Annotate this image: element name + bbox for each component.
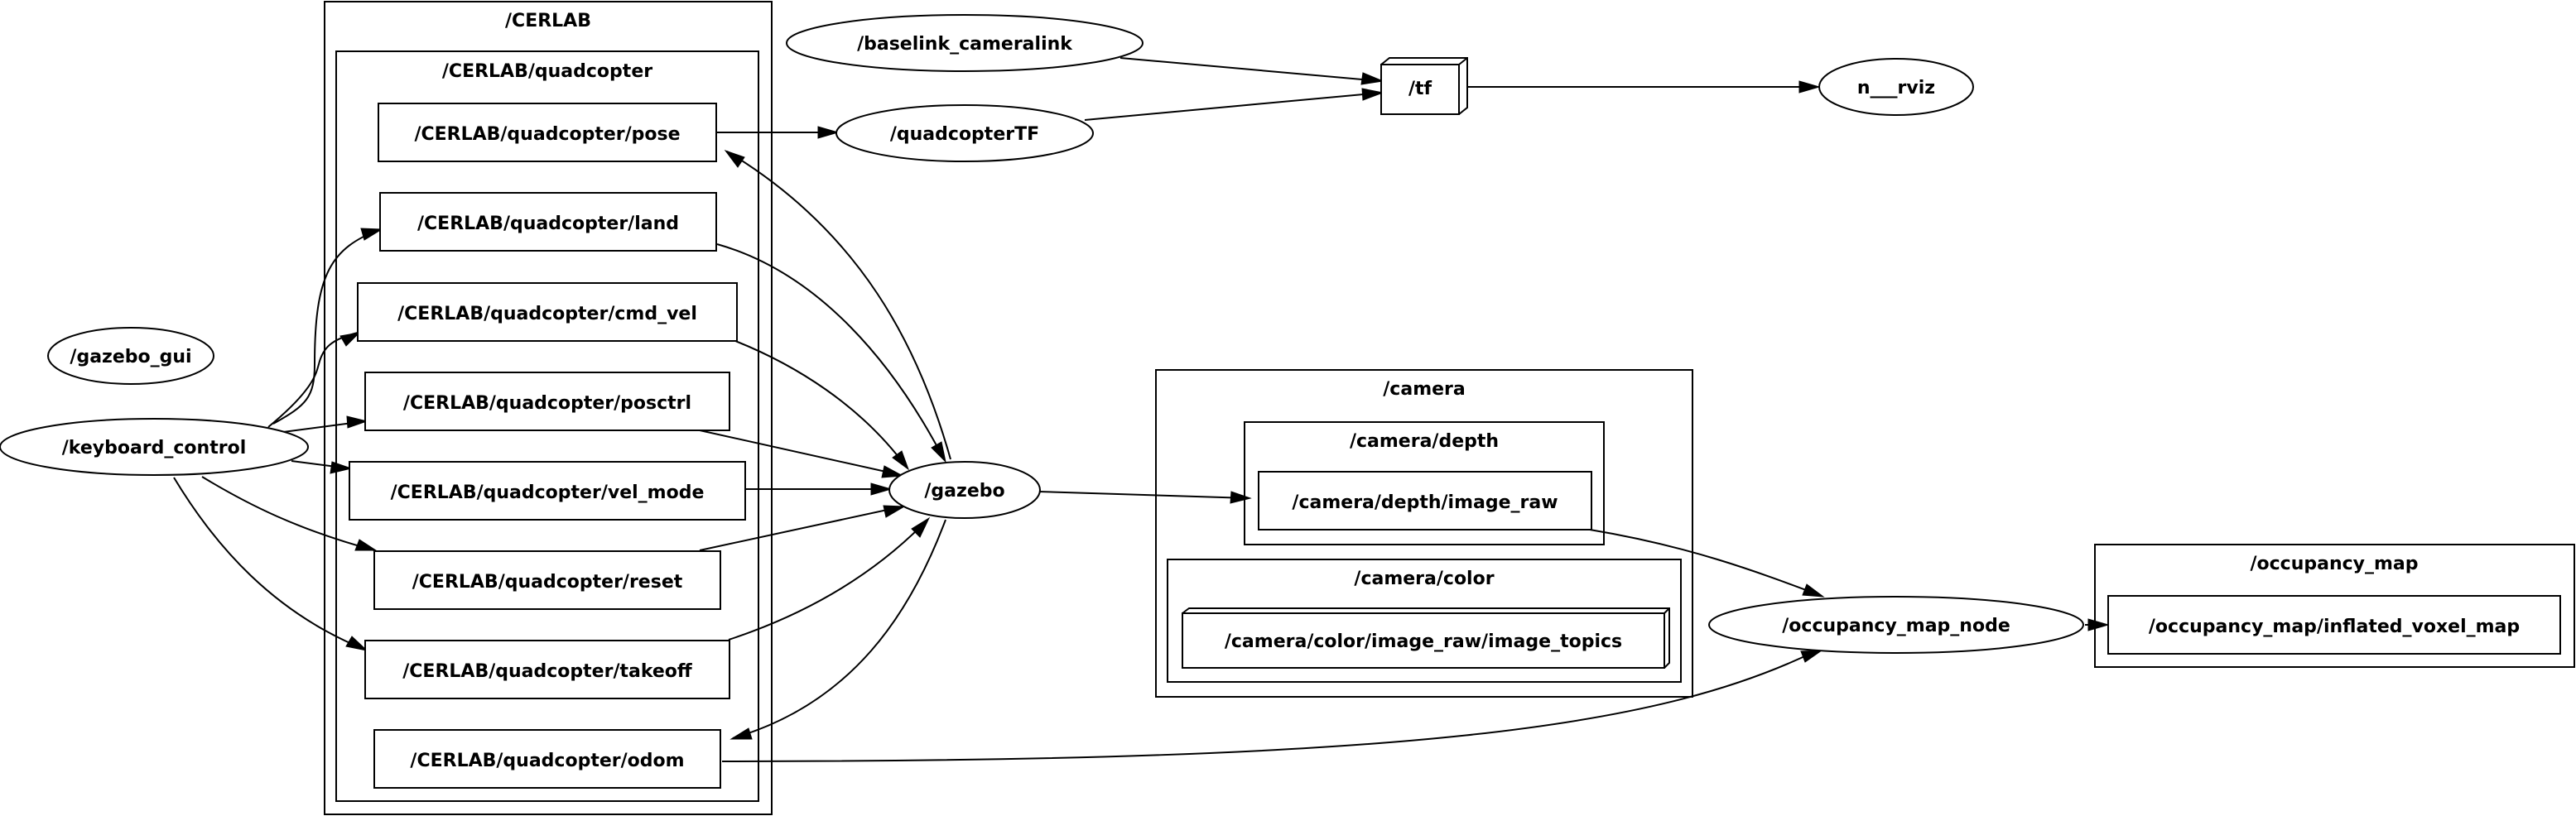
node-land[interactable]: /CERLAB/quadcopter/land <box>379 192 717 252</box>
node-takeoff[interactable]: /CERLAB/quadcopter/takeoff <box>364 640 730 699</box>
node-reset-label: /CERLAB/quadcopter/reset <box>412 572 683 593</box>
edge-gazebo-to-odom <box>732 519 946 739</box>
node-posctrl[interactable]: /CERLAB/quadcopter/posctrl <box>364 372 730 431</box>
node-n-rviz-label: n___rviz <box>1857 78 1935 98</box>
arrowhead-gazebo-from-land <box>931 441 946 463</box>
node-keyboard-control[interactable]: /keyboard_control <box>0 418 309 476</box>
arrowhead-gazebo-from-cmd-vel <box>892 450 910 471</box>
edge-odom-to-occupancy-node <box>721 651 1814 762</box>
cluster-quadcopter-label: /CERLAB/quadcopter <box>442 61 652 82</box>
cluster-cerlab: /CERLAB <box>324 1 773 815</box>
node-depth-image-raw-label: /camera/depth/image_raw <box>1292 492 1558 513</box>
node-occupancy-map-node-label: /occupancy_map_node <box>1782 616 2010 636</box>
node-takeoff-label: /CERLAB/quadcopter/takeoff <box>402 661 693 682</box>
arrowhead-occupancy-node-from-odom <box>1800 650 1823 663</box>
node-n-rviz[interactable]: n___rviz <box>1818 58 1974 116</box>
arrowhead-tf-from-quadcopterTF <box>1361 88 1384 101</box>
node-tf-label: /tf <box>1408 79 1432 99</box>
node-gazebo[interactable]: /gazebo <box>888 461 1041 519</box>
edge-baselink-to-tf <box>1119 57 1382 82</box>
arrowhead-reset <box>354 539 378 551</box>
arrowhead-vel-mode <box>330 461 353 474</box>
cluster-quadcopter: /CERLAB/quadcopter <box>335 50 759 802</box>
edge-gazebo-to-pose <box>726 151 951 460</box>
arrowhead-posctrl <box>346 415 368 429</box>
arrowhead-depth-image <box>1230 491 1252 504</box>
cluster-occupancy-map-label: /occupancy_map <box>2250 554 2418 574</box>
edge-keyboard-to-cmd-vel <box>267 332 359 428</box>
arrowhead-cmd-vel <box>339 332 361 347</box>
edge-keyboard-to-takeoff <box>173 477 366 650</box>
arrowhead-pose <box>724 149 745 168</box>
edge-keyboard-to-reset <box>201 476 375 551</box>
cluster-camera-depth-label: /camera/depth <box>1350 431 1499 452</box>
edge-keyboard-to-land <box>272 228 381 425</box>
node-reset[interactable]: /CERLAB/quadcopter/reset <box>373 550 721 610</box>
node-inflated-voxel-map[interactable]: /occupancy_map/inflated_voxel_map <box>2107 595 2561 655</box>
arrowheads <box>330 72 2110 740</box>
cluster-camera: /camera <box>1155 369 1693 698</box>
cluster-occupancy-map: /occupancy_map <box>2094 544 2575 668</box>
node-gazebo-gui-label: /gazebo_gui <box>70 347 191 367</box>
arrowhead-gazebo-from-reset <box>883 505 906 518</box>
node-pose[interactable]: /CERLAB/quadcopter/pose <box>378 103 717 162</box>
node-land-label: /CERLAB/quadcopter/land <box>417 214 679 234</box>
arrowhead-gazebo-from-vel-mode <box>870 482 893 496</box>
cluster-cerlab-label: /CERLAB <box>505 11 591 31</box>
edge-cmd-vel-to-gazebo <box>730 338 908 468</box>
node-baselink-cameralink-label: /baselink_cameralink <box>857 34 1073 55</box>
arrowhead-voxel-map <box>2087 618 2110 631</box>
node-odom-label: /CERLAB/quadcopter/odom <box>410 751 684 771</box>
edge-land-to-gazebo <box>716 243 945 460</box>
node-posctrl-label: /CERLAB/quadcopter/posctrl <box>403 393 691 414</box>
edge-takeoff-to-gazebo <box>728 519 928 641</box>
cluster-camera-color-label: /camera/color <box>1354 569 1494 589</box>
node-vel-mode[interactable]: /CERLAB/quadcopter/vel_mode <box>349 461 746 521</box>
edge-reset-to-gazebo <box>699 506 903 551</box>
node-gazebo-label: /gazebo <box>924 481 1004 502</box>
node-baselink-cameralink[interactable]: /baselink_cameralink <box>786 14 1144 72</box>
arrowhead-takeoff <box>345 636 368 651</box>
edge-depth-image-to-occupancy-node <box>1589 529 1822 597</box>
arrowhead-quadcopterTF <box>817 126 840 139</box>
edges <box>173 57 2092 762</box>
arrowhead-gazebo-from-takeoff <box>911 516 931 538</box>
edge-quadcopterTF-to-tf <box>1084 92 1382 121</box>
cluster-camera-label: /camera <box>1383 379 1465 400</box>
node-keyboard-control-label: /keyboard_control <box>62 438 246 458</box>
node-color-image-topics[interactable]: /camera/color/image_raw/image_topics <box>1182 607 1670 669</box>
arrowhead-odom <box>729 727 753 740</box>
edge-posctrl-to-gazebo <box>699 430 902 476</box>
node-cmd-vel[interactable]: /CERLAB/quadcopter/cmd_vel <box>357 282 738 342</box>
node-gazebo-gui[interactable]: /gazebo_gui <box>47 327 214 385</box>
cluster-camera-color: /camera/color <box>1167 559 1682 683</box>
node-vel-mode-label: /CERLAB/quadcopter/vel_mode <box>391 482 705 503</box>
node-quadcopterTF-label: /quadcopterTF <box>890 124 1039 145</box>
node-pose-label: /CERLAB/quadcopter/pose <box>414 124 680 145</box>
arrowhead-occupancy-node-from-depth <box>1802 583 1825 598</box>
node-quadcopterTF[interactable]: /quadcopterTF <box>835 104 1094 162</box>
node-tf[interactable]: /tf <box>1380 57 1468 115</box>
node-odom[interactable]: /CERLAB/quadcopter/odom <box>373 729 721 789</box>
edge-gazebo-to-depth-image <box>1038 491 1249 499</box>
arrowhead-rviz <box>1798 80 1821 94</box>
arrowhead-land <box>360 228 383 241</box>
arrowhead-gazebo-from-posctrl <box>881 465 904 478</box>
node-occupancy-map-node[interactable]: /occupancy_map_node <box>1708 596 2084 654</box>
cluster-camera-depth: /camera/depth <box>1244 421 1605 545</box>
node-cmd-vel-label: /CERLAB/quadcopter/cmd_vel <box>397 304 697 324</box>
node-color-image-topics-label: /camera/color/image_raw/image_topics <box>1225 631 1622 652</box>
arrowhead-tf-from-baselink <box>1360 72 1384 85</box>
node-depth-image-raw[interactable]: /camera/depth/image_raw <box>1258 471 1592 530</box>
node-inflated-voxel-map-label: /occupancy_map/inflated_voxel_map <box>2149 617 2520 637</box>
